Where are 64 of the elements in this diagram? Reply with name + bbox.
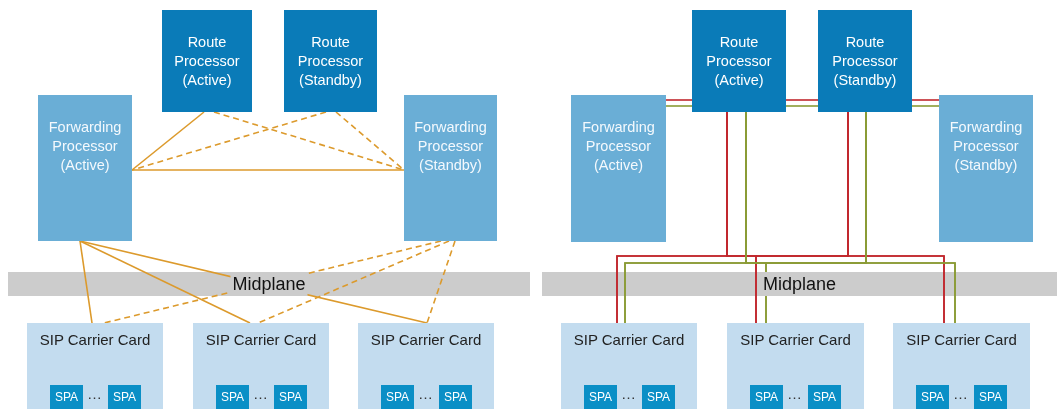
box-label: SPA bbox=[978, 389, 1003, 406]
box-label: SIP Carrier Card bbox=[906, 330, 1017, 349]
carrier-card bbox=[193, 323, 329, 409]
box-label: SIP Carrier Card bbox=[39, 330, 151, 349]
route-processor-box bbox=[818, 10, 912, 112]
box-label: SPA bbox=[646, 389, 671, 406]
connector-line bbox=[865, 111, 956, 324]
box-label: SPA bbox=[812, 389, 837, 406]
carrier-card bbox=[561, 323, 697, 409]
route-processor-box bbox=[162, 10, 252, 112]
box-label: SPA bbox=[588, 389, 613, 406]
box-label: Forwarding Processor (Active) bbox=[47, 118, 123, 175]
ellipsis-label: … bbox=[953, 385, 968, 402]
box-label: SIP Carrier Card bbox=[573, 330, 685, 349]
ellipsis-label: … bbox=[418, 385, 433, 402]
box-label: Route Processor (Active) bbox=[173, 33, 241, 90]
box-label: SPA bbox=[278, 389, 303, 406]
route-processor-box bbox=[692, 10, 786, 112]
box-label: SPA bbox=[443, 389, 468, 406]
box-label: Forwarding Processor (Standby) bbox=[413, 118, 488, 175]
midplane-label: Midplane bbox=[230, 272, 308, 296]
box-label: Forwarding Processor (Standby) bbox=[948, 118, 1024, 175]
box-label: SPA bbox=[220, 389, 245, 406]
midplane-label: Midplane bbox=[761, 272, 838, 296]
carrier-card bbox=[893, 323, 1030, 409]
connector-line bbox=[665, 105, 693, 107]
forwarding-processor-box bbox=[571, 95, 666, 242]
carrier-card bbox=[27, 323, 163, 409]
ellipsis-label: … bbox=[621, 385, 636, 402]
connector-line bbox=[911, 99, 940, 101]
connector-line bbox=[79, 240, 93, 324]
forwarding-processor-box bbox=[404, 95, 497, 241]
box-label: SPA bbox=[385, 389, 410, 406]
box-label: Route Processor (Active) bbox=[705, 33, 773, 90]
connector-line bbox=[426, 240, 456, 324]
connector-line bbox=[785, 105, 819, 107]
ellipsis-label: … bbox=[253, 385, 268, 402]
connector-line bbox=[131, 111, 205, 171]
forwarding-processor-box bbox=[939, 95, 1033, 242]
box-label: SIP Carrier Card bbox=[740, 330, 851, 349]
connector-line bbox=[131, 169, 405, 171]
box-label: SIP Carrier Card bbox=[370, 330, 482, 349]
box-label: SPA bbox=[754, 389, 779, 406]
box-label: SPA bbox=[54, 389, 79, 406]
ellipsis-label: … bbox=[87, 385, 102, 402]
carrier-card bbox=[358, 323, 494, 409]
route-processor-box bbox=[284, 10, 377, 112]
forwarding-processor-box bbox=[38, 95, 132, 241]
ellipsis-label: … bbox=[787, 385, 802, 402]
connector-line bbox=[213, 111, 405, 171]
carrier-card bbox=[727, 323, 864, 409]
box-label: Route Processor (Standby) bbox=[831, 33, 899, 90]
box-label: SIP Carrier Card bbox=[205, 330, 317, 349]
connector-line bbox=[847, 111, 945, 324]
connector-line bbox=[665, 99, 693, 101]
box-label: SPA bbox=[920, 389, 945, 406]
connector-line bbox=[335, 111, 405, 171]
connector-line bbox=[79, 240, 251, 324]
box-label: Route Processor (Standby) bbox=[296, 33, 365, 90]
box-label: Forwarding Processor (Active) bbox=[581, 118, 656, 175]
connector-line bbox=[785, 99, 819, 101]
connector-line bbox=[911, 105, 940, 107]
box-label: SPA bbox=[112, 389, 137, 406]
connector-line bbox=[257, 240, 450, 324]
